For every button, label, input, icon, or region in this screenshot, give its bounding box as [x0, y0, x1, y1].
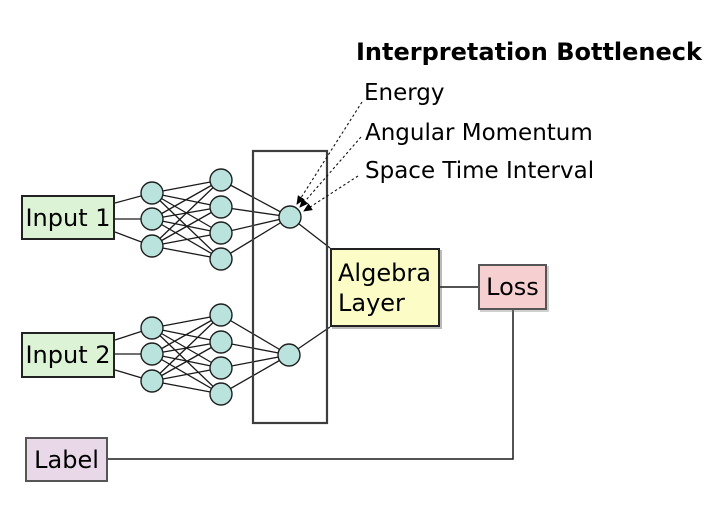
- network-node: [209, 168, 233, 192]
- network-node: [140, 316, 164, 340]
- network-edge: [151, 314, 222, 382]
- annotation-arrow: [299, 136, 362, 208]
- network-node: [209, 356, 233, 380]
- network-node: [209, 303, 233, 327]
- network-edge: [151, 179, 222, 194]
- network-node: [278, 205, 302, 229]
- network-edge: [151, 245, 222, 260]
- annotation-angular-momentum: Angular Momentum: [365, 120, 593, 146]
- network-edge: [151, 341, 222, 382]
- label-to-loss-connector: [108, 310, 514, 460]
- input2-box: Input 2: [21, 332, 115, 378]
- network-edge: [220, 314, 290, 356]
- network-node: [209, 330, 233, 354]
- input1-box: Input 1: [21, 195, 115, 240]
- bottleneck-rect: [251, 149, 329, 425]
- input1-label: Input 1: [25, 203, 111, 232]
- network-node: [209, 382, 233, 406]
- label-box-label: Label: [34, 445, 99, 474]
- diagram-title: Interpretation Bottleneck: [356, 38, 702, 66]
- network-edge: [151, 232, 222, 247]
- network-edge: [220, 354, 290, 395]
- network-edge: [151, 314, 222, 355]
- network-edge: [151, 314, 222, 329]
- network-node: [209, 195, 233, 219]
- network-node: [277, 343, 301, 367]
- annotation-space-time-interval: Space Time Interval: [365, 158, 595, 184]
- annotation-arrow: [296, 101, 363, 205]
- network-edge: [151, 206, 222, 247]
- network-node: [209, 247, 233, 271]
- annotation-arrow: [303, 175, 359, 212]
- loss-label: Loss: [486, 273, 539, 301]
- network-node: [209, 221, 233, 245]
- network-edge: [220, 216, 291, 260]
- network-node: [140, 207, 164, 231]
- network-edge: [151, 179, 222, 220]
- network-node: [140, 181, 164, 205]
- algebra-layer-box: Algebra Layer: [330, 248, 440, 327]
- algebra-layer-label: Algebra Layer: [338, 258, 431, 317]
- loss-box: Loss: [478, 264, 547, 310]
- input2-label: Input 2: [25, 341, 111, 369]
- network-node: [140, 369, 164, 393]
- annotation-energy: Energy: [364, 80, 445, 106]
- network-edge: [151, 179, 222, 247]
- network-edge: [151, 380, 222, 395]
- network-edge: [151, 367, 222, 382]
- network-edge: [220, 179, 291, 218]
- network-node: [140, 342, 164, 366]
- label-box: Label: [25, 437, 108, 482]
- network-node: [140, 234, 164, 258]
- network-edge: [220, 216, 291, 234]
